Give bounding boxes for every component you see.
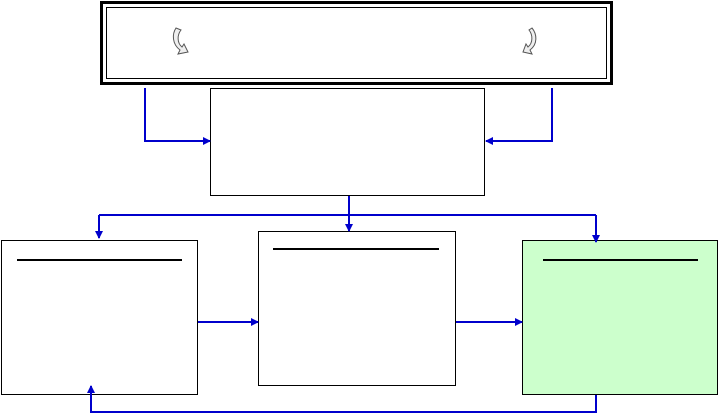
- curved-arrow-icon: [522, 27, 537, 55]
- right-box: [522, 240, 718, 395]
- middle-box: [258, 231, 456, 386]
- top-banner-inner-border: [106, 7, 607, 79]
- right-box-heading-underline: [543, 259, 698, 261]
- center-box: [210, 88, 485, 196]
- arrow-banner-left-to-center: [144, 88, 211, 145]
- left-box-heading-underline: [17, 259, 182, 261]
- curved-arrow-icon: [172, 27, 189, 55]
- arrow-banner-right-to-center: [485, 88, 553, 145]
- middle-box-heading-underline: [273, 248, 439, 250]
- top-banner-box: [100, 1, 613, 85]
- arrow-feedback-loop: [87, 385, 597, 413]
- left-box: [1, 240, 198, 395]
